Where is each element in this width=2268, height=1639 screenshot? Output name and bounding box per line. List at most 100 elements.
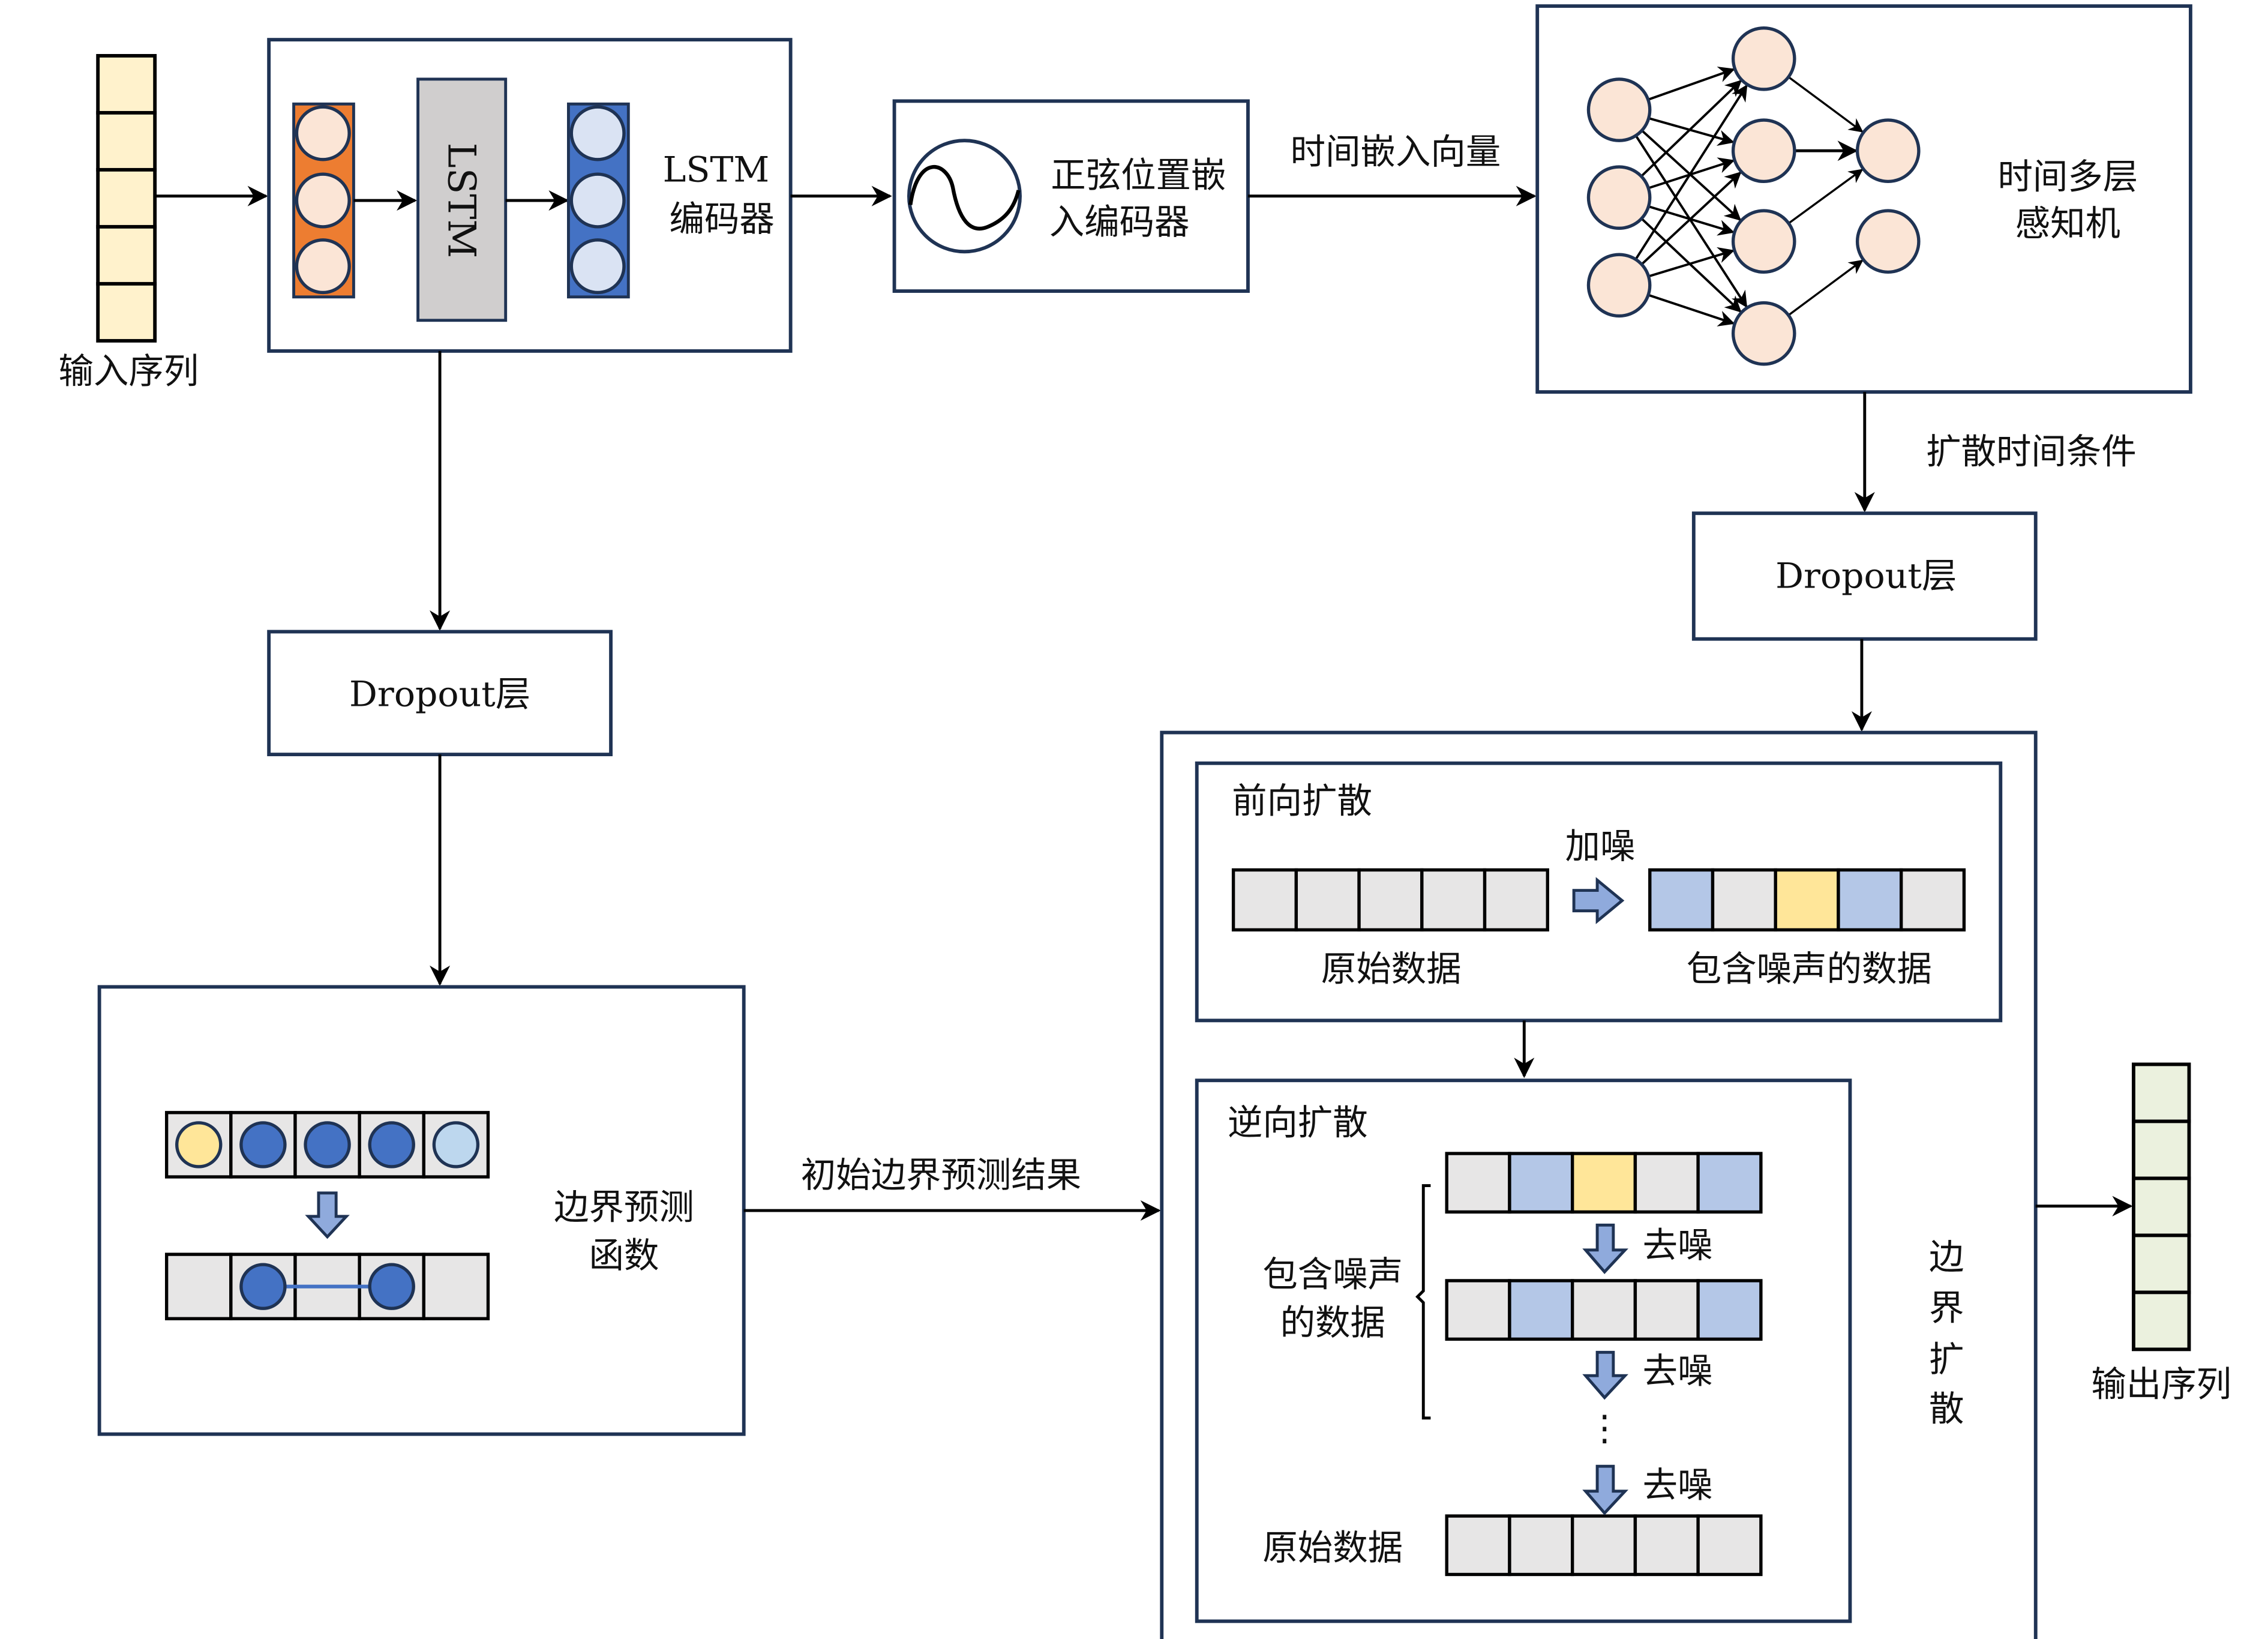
dropout-right-box xyxy=(1691,511,2038,641)
forward-original-label: 原始数据 xyxy=(1321,949,1462,990)
boundary-bottom-row xyxy=(164,1253,490,1320)
data-cell-gray xyxy=(1633,1152,1700,1214)
sequence-cell xyxy=(2132,1290,2191,1352)
data-cell-gray xyxy=(1445,1279,1511,1341)
time-mlp-label-line1: 时间多层 xyxy=(1997,157,2138,197)
data-cell-gray xyxy=(1420,868,1487,932)
sine-wave-curve xyxy=(908,165,1021,231)
data-cell-blue xyxy=(1648,868,1715,932)
mlp-node xyxy=(1586,165,1652,230)
mlp-edge xyxy=(1634,84,1748,260)
sequence-cell xyxy=(2132,1062,2191,1123)
boundary-node-yellow xyxy=(175,1121,223,1168)
sinusoidal-encoder-label-line1: 正弦位置嵌 xyxy=(1051,155,1226,196)
forward-original-cells xyxy=(1231,868,1549,932)
boundary-node-blue xyxy=(239,1121,287,1168)
input-sequence-label: 输入序列 xyxy=(58,350,199,391)
hidden-node xyxy=(569,238,626,295)
data-cell-gray xyxy=(1357,868,1424,932)
diffusion-time-condition-label: 扩散时间条件 xyxy=(1926,431,2137,472)
boundary-diffusion-char: 散 xyxy=(1929,1389,1964,1430)
time-embedding-vector-label: 时间嵌入向量 xyxy=(1291,131,1501,172)
mlp-edge xyxy=(1787,259,1864,316)
mlp-node xyxy=(1731,118,1796,184)
forward-noisy-cells xyxy=(1648,868,1966,932)
boundary-function-label-line1: 边界预测 xyxy=(554,1187,694,1228)
output-sequence-label: 输出序列 xyxy=(2091,1364,2231,1404)
sinusoidal-encoder-label-line2: 入编码器 xyxy=(1049,202,1190,242)
boundary-diffusion-char: 边 xyxy=(1929,1236,1964,1277)
boundary-prediction-box xyxy=(97,985,746,1436)
mlp-edge xyxy=(1787,76,1864,133)
dropout-left-box xyxy=(267,630,613,757)
input-node xyxy=(295,105,351,161)
data-cell-gray xyxy=(1445,1514,1511,1577)
sequence-cell xyxy=(2132,1119,2191,1180)
data-cell-gray xyxy=(1633,1279,1700,1341)
lstm-block xyxy=(416,77,508,322)
boundary-node-lightblue xyxy=(432,1121,480,1168)
data-cell-gray xyxy=(1231,868,1298,932)
data-cell-blue xyxy=(1696,1152,1763,1214)
data-cell-blue xyxy=(1696,1279,1763,1341)
reverse-original-label: 原始数据 xyxy=(1262,1527,1403,1568)
data-cell-gray xyxy=(1570,1279,1637,1341)
mlp-node xyxy=(1855,209,1921,274)
data-cell-gray xyxy=(1294,868,1361,932)
forward-diffusion-label: 前向扩散 xyxy=(1232,781,1372,822)
hidden-node xyxy=(569,105,626,161)
add-noise-label: 加噪 xyxy=(1565,826,1636,867)
lstm-encoder-label-line2: 编码器 xyxy=(670,199,775,239)
lstm-encoder-label-line1: LSTM xyxy=(663,149,770,190)
data-cell-blue xyxy=(1508,1152,1574,1214)
denoise-label-3: 去噪 xyxy=(1643,1464,1713,1505)
mlp-node xyxy=(1731,26,1796,91)
data-cell-gray xyxy=(1508,1514,1574,1577)
sequence-cell xyxy=(96,53,157,115)
time-mlp-label-line2: 感知机 xyxy=(2015,203,2120,244)
input-node xyxy=(295,238,351,295)
dropout-left-label: Dropout层 xyxy=(349,674,530,715)
sequence-cell xyxy=(96,281,157,343)
boundary-function-label-line2: 函数 xyxy=(589,1235,659,1276)
down-arrow-icon xyxy=(1582,1350,1628,1400)
mlp-node xyxy=(1586,77,1652,142)
mlp-edge xyxy=(1648,66,1735,101)
mlp-node xyxy=(1586,253,1652,318)
boundary-cell xyxy=(422,1253,490,1320)
dropout-right-label: Dropout层 xyxy=(1775,555,1957,596)
mlp-edges xyxy=(1634,66,1864,326)
mlp-edge xyxy=(1788,169,1864,224)
data-cell-gray xyxy=(1483,868,1549,932)
data-cell-blue xyxy=(1508,1279,1574,1341)
reverse-original-cells xyxy=(1445,1514,1763,1577)
input-node xyxy=(295,172,351,229)
data-cell-blue xyxy=(1837,868,1903,932)
boundary-diffusion-char: 界 xyxy=(1929,1288,1964,1329)
boundary-node-blue xyxy=(368,1263,415,1310)
down-arrow-icon xyxy=(1582,1464,1628,1515)
output-sequence xyxy=(2132,1062,2191,1352)
boundary-node-blue xyxy=(239,1263,287,1310)
boundary-top-row xyxy=(164,1111,490,1179)
data-cell-gray xyxy=(1633,1514,1700,1577)
down-arrow-icon xyxy=(305,1191,350,1239)
data-cell-gray xyxy=(1570,1514,1637,1577)
down-arrow-icon xyxy=(1582,1223,1628,1274)
reverse-step2-cells xyxy=(1445,1279,1763,1341)
boundary-node-blue xyxy=(304,1121,351,1168)
mlp-node xyxy=(1731,209,1796,274)
data-cell-yellow xyxy=(1774,868,1840,932)
mlp-node xyxy=(1731,301,1796,366)
data-cell-yellow xyxy=(1570,1152,1637,1214)
mlp-edge xyxy=(1640,217,1742,313)
denoise-label-2: 去噪 xyxy=(1643,1350,1713,1391)
reverse-noisy-label-line2: 的数据 xyxy=(1280,1302,1385,1343)
data-cell-gray xyxy=(1711,868,1777,932)
reverse-diffusion-label: 逆向扩散 xyxy=(1228,1102,1368,1143)
data-cell-gray xyxy=(1445,1152,1511,1214)
mlp-edge xyxy=(1640,79,1742,178)
forward-noisy-label: 包含噪声的数据 xyxy=(1687,949,1932,990)
right-arrow-icon xyxy=(1572,877,1625,924)
sine-wave-icon xyxy=(907,139,1022,254)
